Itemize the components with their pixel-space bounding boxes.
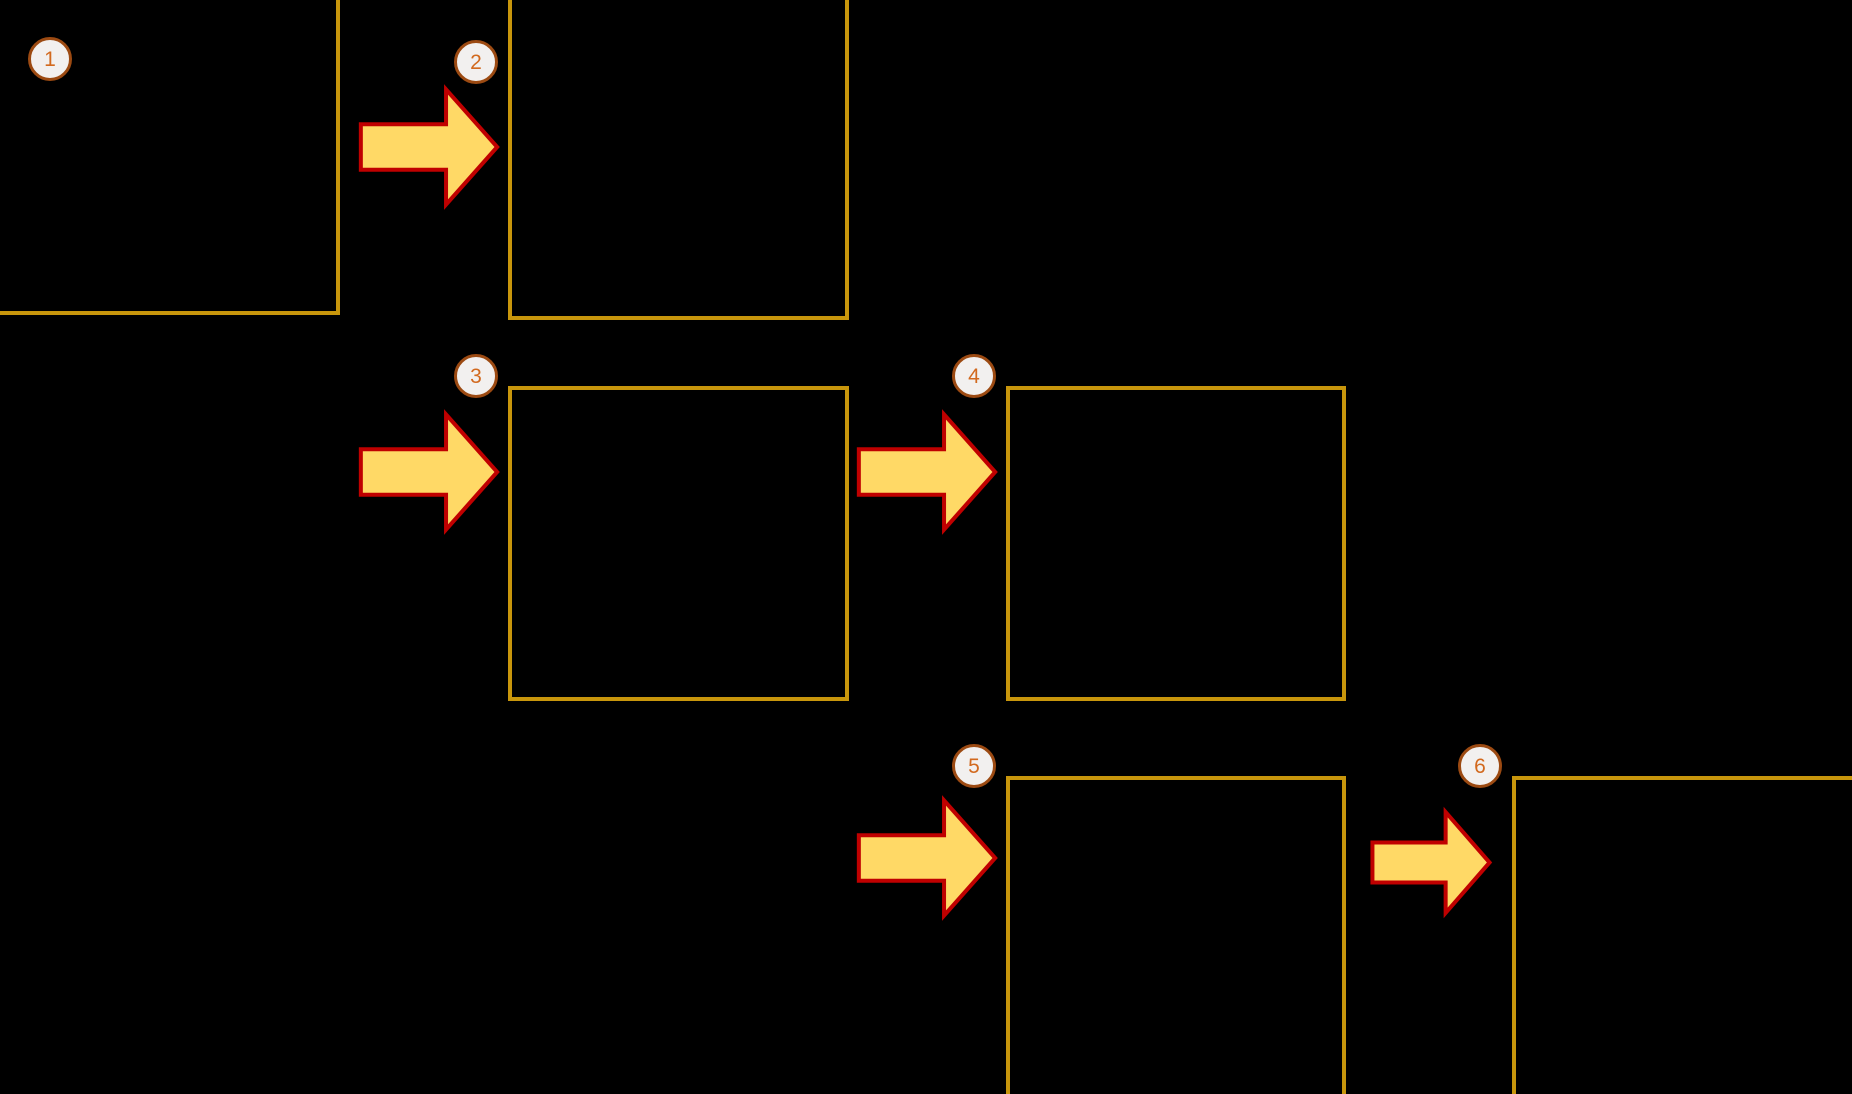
step-badge-1: 1	[28, 37, 72, 81]
step-badge-3: 3	[454, 354, 498, 398]
box-3[interactable]	[508, 386, 849, 701]
step-badge-label: 1	[44, 47, 56, 71]
step-badge-label: 5	[968, 754, 980, 778]
box-6[interactable]	[1512, 776, 1852, 1094]
arrow-glyph-icon	[859, 414, 995, 529]
step-badge-label: 3	[470, 364, 482, 388]
arrow-glyph-icon	[361, 89, 497, 204]
arrow-1-to-2	[358, 87, 500, 207]
arrow-3-to-4	[856, 412, 998, 532]
step-badge-5: 5	[952, 744, 996, 788]
box-2[interactable]	[508, 0, 849, 320]
step-badge-4: 4	[952, 354, 996, 398]
arrow-4-to-5	[856, 798, 998, 918]
step-badge-label: 6	[1474, 754, 1486, 778]
step-badge-label: 2	[470, 50, 482, 74]
arrow-glyph-icon	[1372, 812, 1489, 913]
arrow-glyph-icon	[361, 414, 497, 529]
box-4[interactable]	[1006, 386, 1346, 701]
arrow-5-to-6	[1370, 810, 1492, 915]
arrow-glyph-icon	[859, 800, 995, 915]
box-5[interactable]	[1006, 776, 1346, 1094]
step-badge-6: 6	[1458, 744, 1502, 788]
arrow-2-to-3	[358, 412, 500, 532]
step-badge-label: 4	[968, 364, 980, 388]
step-badge-2: 2	[454, 40, 498, 84]
